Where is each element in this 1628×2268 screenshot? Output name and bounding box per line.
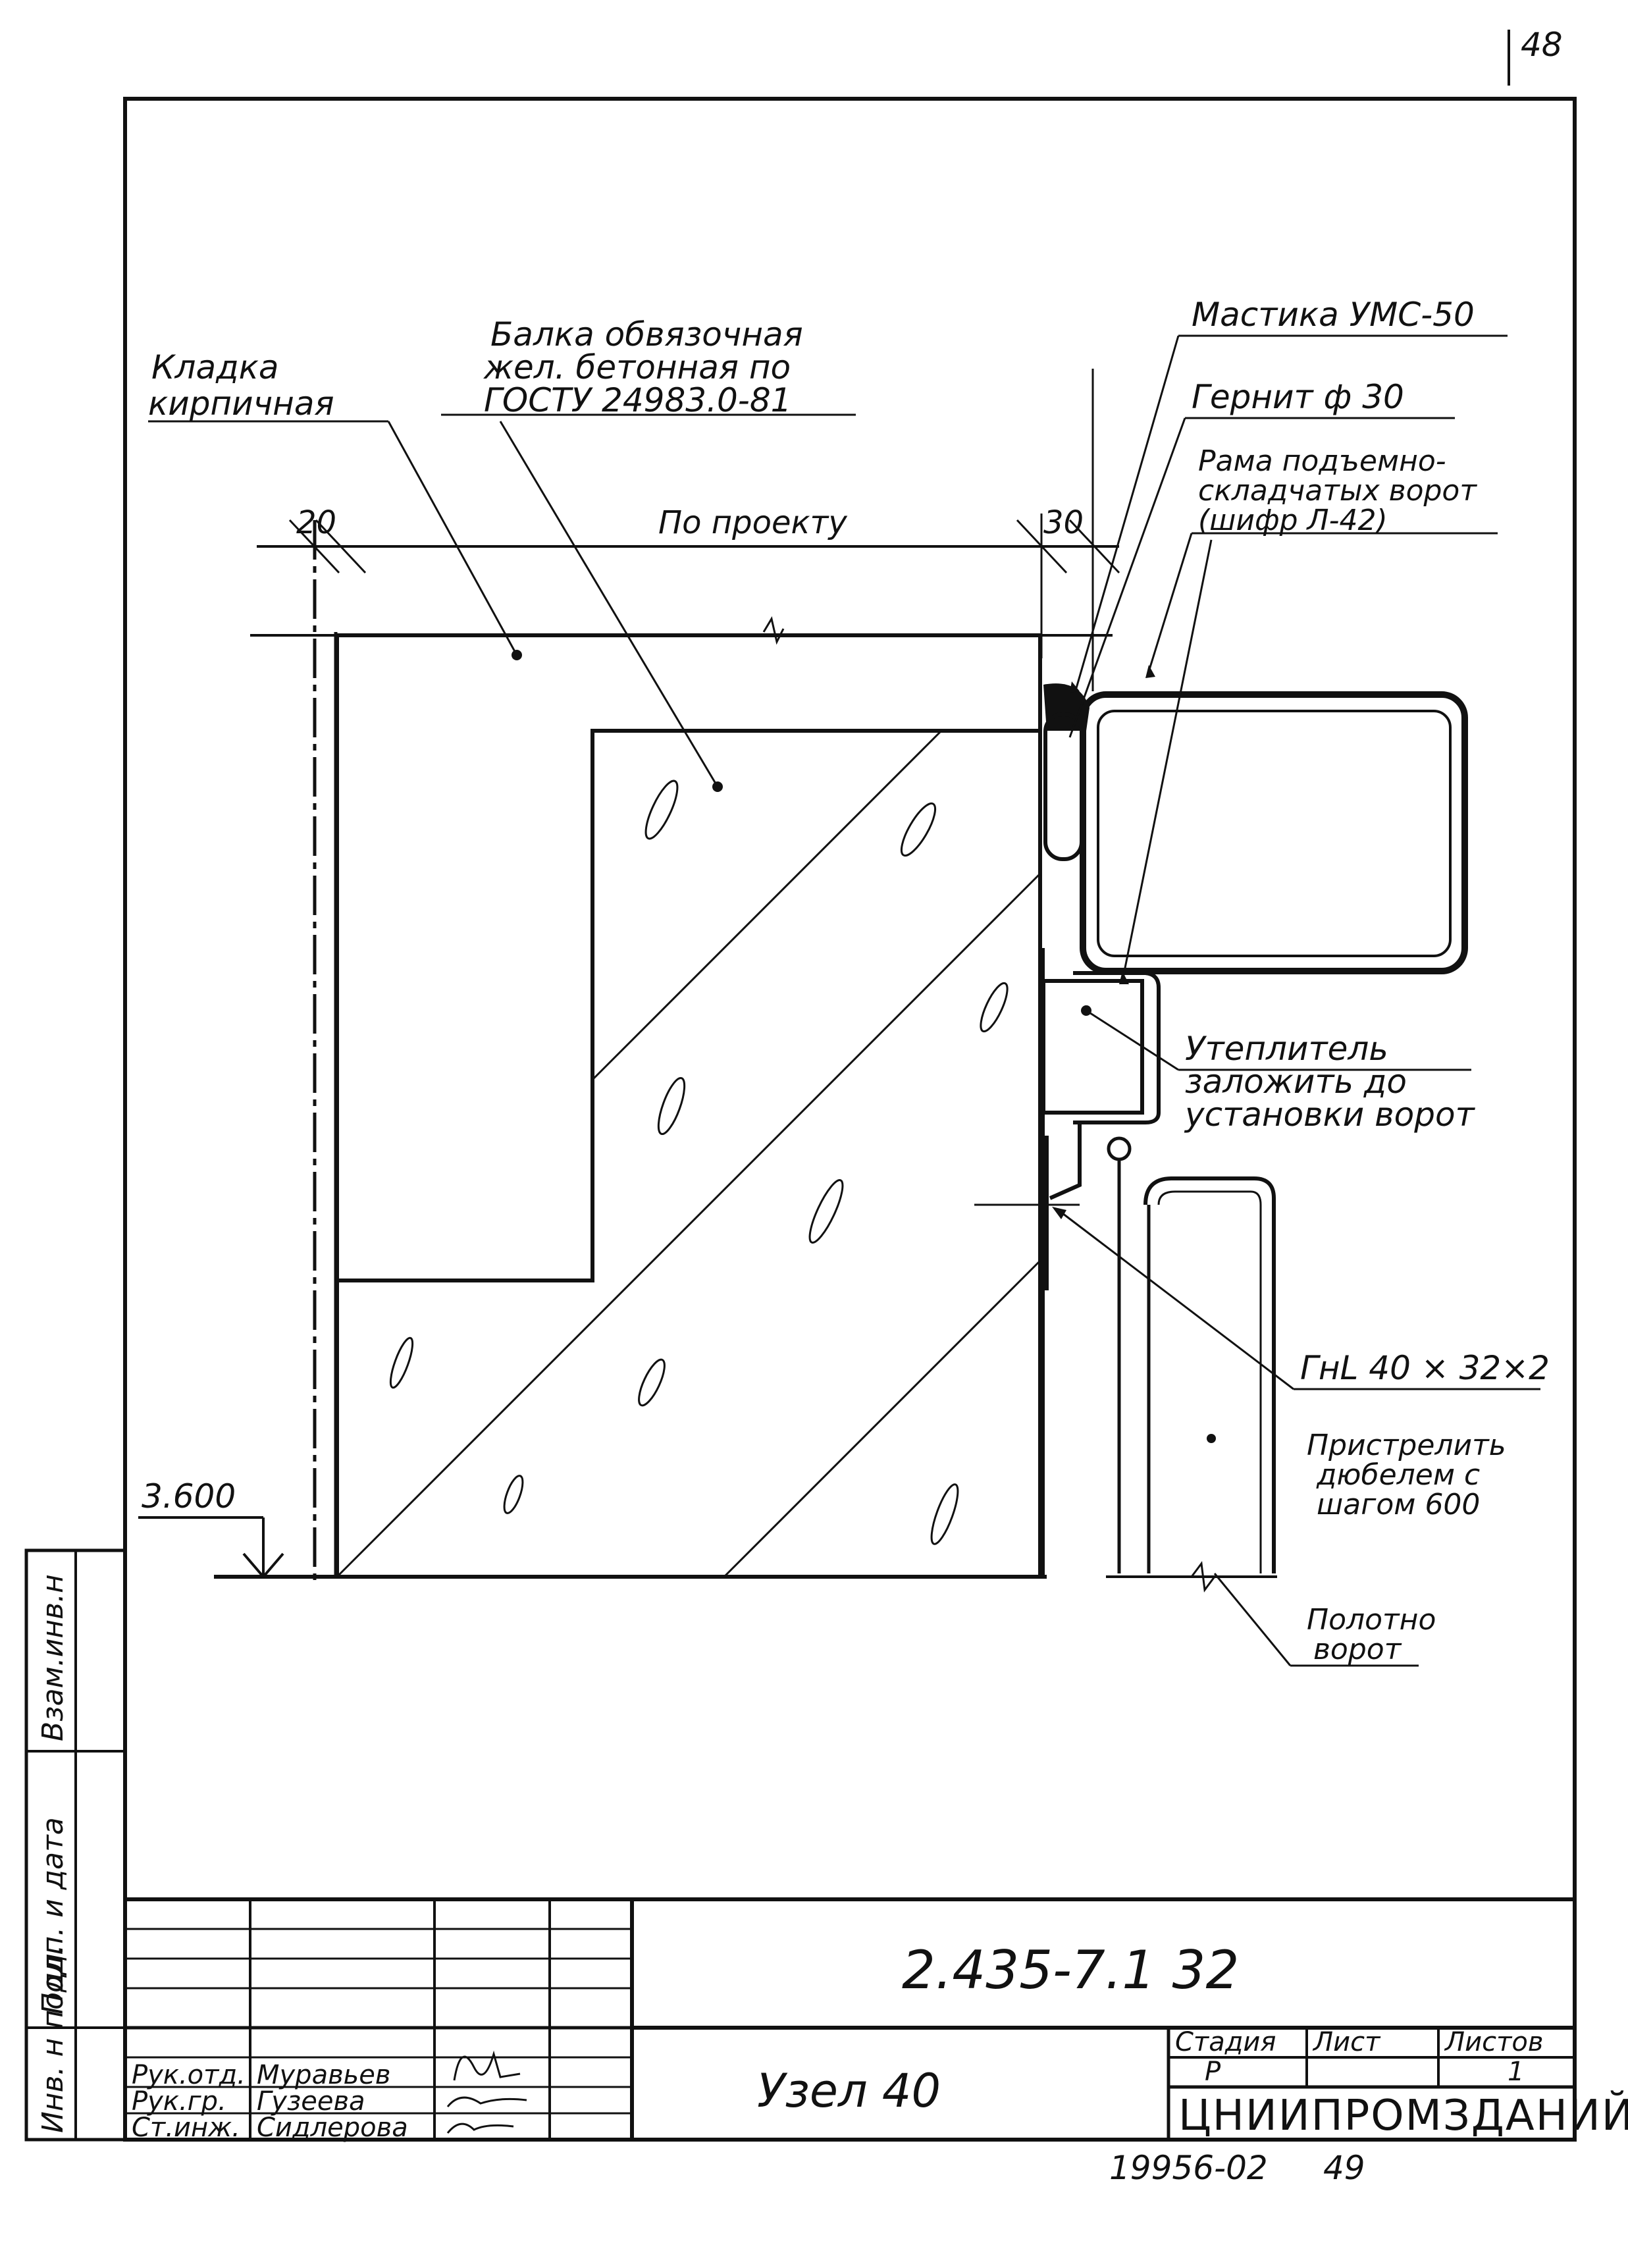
frame-tube-outer	[1080, 691, 1468, 974]
beam-label-2: жел. бетонная по	[483, 348, 791, 386]
dim-by-project: По проекту	[658, 504, 847, 541]
leaf-outer	[1143, 1176, 1276, 1573]
drawing-title: Узел 40	[757, 2064, 941, 2118]
name-head-dept: Муравьев	[257, 2060, 390, 2090]
corner-number: 48	[1521, 26, 1563, 64]
level-label: 3.600	[142, 1477, 236, 1516]
dim-tick	[1068, 519, 1120, 574]
insulation-label-3: установки ворот	[1184, 1095, 1476, 1134]
leader-arrow	[1052, 1207, 1066, 1219]
leaf-profile	[1117, 1159, 1151, 1573]
beam-label-1: Балка обвязочная	[490, 315, 803, 354]
frame-label-3: (шифр Л-42)	[1198, 504, 1388, 537]
name-senior-engineer: Сидлерова	[257, 2113, 408, 2143]
stamp-inv-original: Инв. н подл.	[36, 1944, 70, 2133]
dim-right-gap: 30	[1043, 504, 1084, 541]
dim-tick	[315, 519, 367, 574]
frame-tube-inner	[1097, 710, 1452, 957]
leader-arrow	[1070, 681, 1080, 693]
stamp-sign-date: Подп. и дата	[36, 1817, 70, 2015]
title-block: Рук.отд. Муравьев Рук.гр. Гузеева Ст.инж…	[123, 1897, 1628, 2143]
archive-number: 19956-02	[1109, 2149, 1268, 2187]
role-head-dept: Рук.отд.	[132, 2060, 246, 2090]
dim-left-gap: 20	[296, 504, 336, 541]
section-drawing: 20 По проекту 30 3.600	[138, 296, 1550, 1667]
organization-name: ЦНИИПРОМЗДАНИЙ	[1178, 2090, 1628, 2140]
frame-label-2: складчатых ворот	[1198, 474, 1477, 508]
leader-arrow	[1119, 971, 1129, 984]
frame-label-1: Рама подъемно-	[1198, 444, 1446, 478]
concrete-beam	[335, 729, 1042, 1579]
insulation-label-2: заложить до	[1185, 1063, 1407, 1101]
dim-tick	[288, 519, 340, 574]
fastening-label-1: Пристрелить	[1307, 1429, 1506, 1462]
side-stamp: Инв. н подл. Подп. и дата Взам.инв.н	[24, 1548, 127, 2142]
bent-angle	[1049, 1122, 1082, 1200]
name-head-group: Гузеева	[257, 2086, 365, 2117]
stage-value: Р	[1205, 2057, 1221, 2087]
sheets-header: Листов	[1444, 2027, 1543, 2057]
gernit-label: Гернит ф 30	[1192, 378, 1404, 416]
angle-label: ГнL 40 × 32×2	[1300, 1349, 1550, 1387]
leaf-break-mark	[1190, 1561, 1216, 1593]
beam-hatch-line	[336, 872, 1041, 1578]
break-mark	[762, 616, 785, 645]
sheets-value: 1	[1508, 2057, 1524, 2087]
signatures	[446, 2050, 527, 2134]
page-number: 49	[1323, 2149, 1365, 2187]
leader-dots	[512, 650, 1091, 1016]
sheet-header: Лист	[1312, 2027, 1381, 2057]
masonry-label-1: Кладка	[151, 348, 279, 386]
aggregate-marks	[389, 779, 1009, 1545]
door-leaf-label-1: Полотно	[1307, 1603, 1436, 1637]
stamp-replace-inv: Взам.инв.н	[36, 1574, 70, 1741]
insulation-label-1: Утеплитель	[1185, 1030, 1388, 1068]
masonry-label-2: кирпичная	[148, 384, 334, 423]
beam-hatch-line	[591, 729, 943, 1081]
document-code: 2.435-7.1 32	[902, 1939, 1239, 2001]
role-head-group: Рук.гр.	[132, 2086, 226, 2117]
beam-label-3: ГОСТУ 24983.0-81	[484, 381, 791, 419]
role-senior-engineer: Ст.инж.	[132, 2113, 240, 2143]
bracket-channel	[1073, 971, 1161, 1124]
mastic-label: Мастика УМС-50	[1192, 296, 1475, 334]
door-leaf-label-2: ворот	[1313, 1633, 1402, 1666]
level-arrow	[242, 1552, 284, 1579]
leaf-inner	[1157, 1190, 1262, 1573]
leaf-dot	[1207, 1434, 1216, 1443]
stage-header: Стадия	[1175, 2027, 1276, 2057]
insulation	[1041, 979, 1144, 1115]
hinge-pin	[1107, 1136, 1132, 1161]
fastening-label-2: дюбелем с	[1316, 1458, 1480, 1492]
beam-hatch-line	[723, 1259, 1041, 1578]
leader-arrow	[1145, 665, 1155, 678]
fastening-label-3: шагом 600	[1317, 1488, 1480, 1521]
gernit-cord	[1043, 712, 1084, 861]
leader-lines	[148, 334, 1540, 1667]
